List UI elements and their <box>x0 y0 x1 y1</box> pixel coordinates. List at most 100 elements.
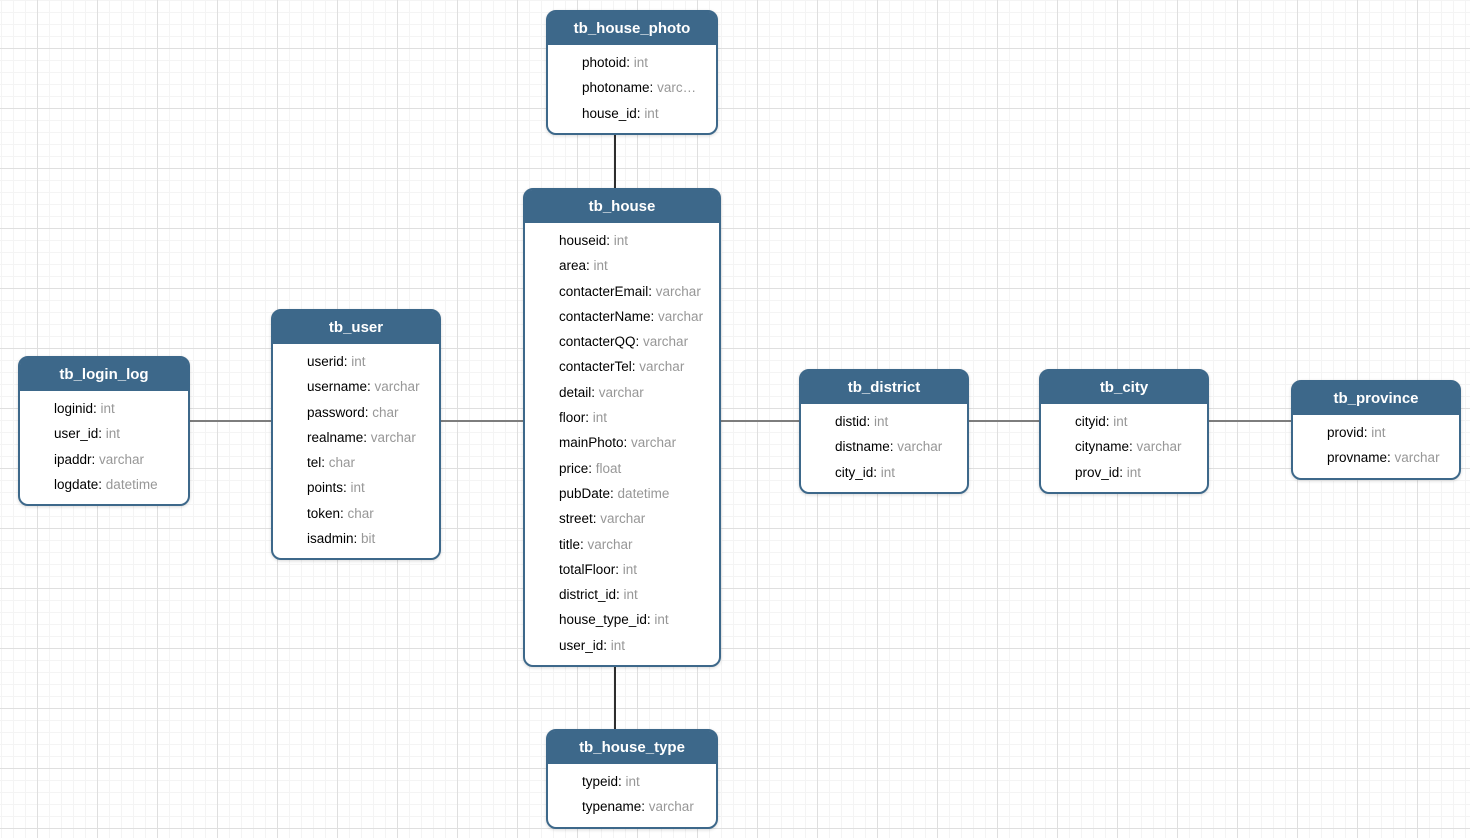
field-name: totalFloor: <box>559 561 623 577</box>
table-header[interactable]: tb_house <box>525 190 719 223</box>
field-name: user_id: <box>559 637 611 653</box>
field-type: bit <box>361 531 376 547</box>
field-type: float <box>595 460 622 476</box>
field-name: houseid: <box>559 233 614 248</box>
field-type: int <box>623 587 638 603</box>
field-name: floor: <box>559 410 593 426</box>
field-name: contacterEmail: <box>559 283 656 299</box>
field-row: photoid: int <box>582 50 710 75</box>
field-row: username: varchar <box>307 374 433 399</box>
field-type: varchar <box>655 283 701 299</box>
table-title: tb_login_log <box>59 366 149 383</box>
field-type: varchar <box>370 429 416 445</box>
field-row: pubDate: datetime <box>559 481 713 506</box>
table-tb_house_type[interactable]: tb_house_type typeid: int typename: varch… <box>546 729 718 829</box>
field-row: ipaddr: varchar <box>54 447 182 472</box>
table-title: tb_province <box>1333 390 1419 407</box>
field-name: username: <box>307 379 375 395</box>
field-row: totalFloor: int <box>559 557 713 582</box>
field-type: varchar <box>648 799 694 815</box>
field-row: user_id: int <box>54 421 182 446</box>
table-header[interactable]: tb_house_type <box>548 731 716 764</box>
field-name: prov_id: <box>1075 464 1127 480</box>
table-header[interactable]: tb_city <box>1041 371 1207 404</box>
field-row: photoname: varc… <box>582 75 710 100</box>
field-row: floor: int <box>559 405 713 430</box>
table-header[interactable]: tb_province <box>1293 382 1459 415</box>
field-type: varchar <box>374 379 420 395</box>
field-row: contacterQQ: varchar <box>559 329 713 354</box>
field-type: varchar <box>598 384 644 400</box>
field-row: points: int <box>307 475 433 500</box>
field-type: int <box>592 410 608 426</box>
field-type: varchar <box>1394 450 1440 466</box>
field-row: contacterEmail: varchar <box>559 279 713 304</box>
table-header[interactable]: tb_login_log <box>20 358 188 391</box>
field-row: provname: varchar <box>1327 445 1453 470</box>
field-row: area: int <box>559 253 713 278</box>
field-name: distname: <box>835 439 898 455</box>
field-type: int <box>1113 414 1128 429</box>
table-title: tb_user <box>328 319 384 336</box>
field-name: provid: <box>1327 425 1372 440</box>
field-type: char <box>372 404 399 420</box>
field-row: price: float <box>559 456 713 481</box>
connector-user-house <box>437 420 527 422</box>
field-name: contacterTel: <box>559 359 640 375</box>
field-row: realname: varchar <box>307 425 433 450</box>
field-name: typeid: <box>582 774 626 789</box>
field-name: realname: <box>307 429 371 445</box>
field-type: int <box>880 464 896 480</box>
field-name: user_id: <box>54 426 106 442</box>
table-body: typeid: int typename: varchar <box>548 764 716 827</box>
field-name: cityname: <box>1075 439 1137 455</box>
field-type: int <box>105 426 121 442</box>
table-header[interactable]: tb_house_photo <box>548 12 716 45</box>
field-name: photoname: <box>582 80 658 96</box>
field-name: house_id: <box>582 105 645 121</box>
field-type: int <box>874 414 889 429</box>
field-name: pubDate: <box>559 485 618 501</box>
field-name: ipaddr: <box>54 451 100 467</box>
field-row: typeid: int <box>582 769 710 794</box>
field-type: varchar <box>600 511 646 527</box>
table-title: tb_city <box>1099 379 1149 396</box>
field-row: provid: int <box>1327 420 1453 445</box>
field-name: street: <box>559 511 601 527</box>
field-name: area: <box>559 258 594 274</box>
field-row: house_type_id: int <box>559 607 713 632</box>
field-type: varchar <box>639 359 685 375</box>
field-name: photoid: <box>582 55 634 70</box>
field-row: detail: varchar <box>559 380 713 405</box>
field-name: logdate: <box>54 476 106 492</box>
field-name: typename: <box>582 799 649 815</box>
field-type: int <box>1371 425 1386 440</box>
field-row: houseid: int <box>559 228 713 253</box>
field-name: points: <box>307 480 351 496</box>
field-row: isadmin: bit <box>307 526 433 551</box>
field-name: token: <box>307 505 348 521</box>
field-type: datetime <box>617 485 670 501</box>
field-name: house_type_id: <box>559 612 655 628</box>
field-type: int <box>350 480 365 496</box>
table-header[interactable]: tb_user <box>273 311 439 344</box>
field-name: title: <box>559 536 588 552</box>
field-type: varchar <box>631 435 677 451</box>
field-row: contacterName: varchar <box>559 304 713 329</box>
field-name: mainPhoto: <box>559 435 632 451</box>
table-header[interactable]: tb_district <box>801 371 967 404</box>
field-row: tel: char <box>307 450 433 475</box>
